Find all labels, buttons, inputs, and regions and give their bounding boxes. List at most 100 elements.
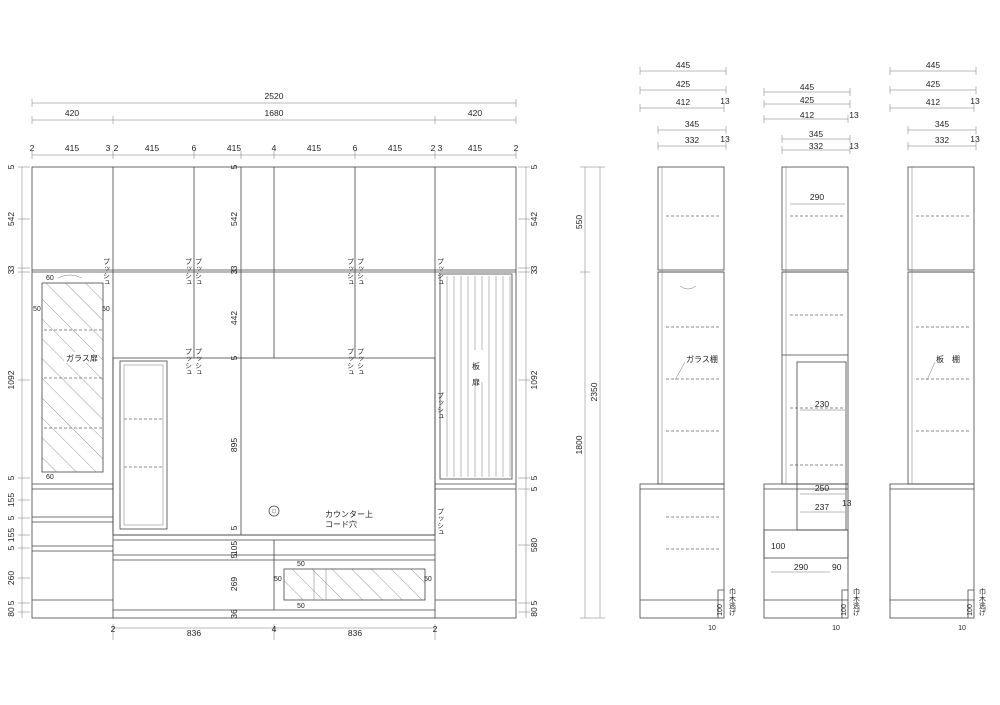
mark-50b: 50 <box>102 306 110 313</box>
left-dim-8: 155 <box>6 528 16 542</box>
right-dim-3: 3 <box>529 269 539 274</box>
sideA-width-5: 13 <box>720 134 730 144</box>
left-dim-12: 80 <box>6 607 16 617</box>
mark-50c: 50 <box>274 576 282 583</box>
sideb-inner-0: 290 <box>810 192 824 202</box>
sideA-width-6: 332 <box>685 135 699 145</box>
dim-total-width: 2520 <box>265 91 284 101</box>
push-label-5: プッシュ <box>437 258 445 286</box>
left-dim-7: 5 <box>6 515 16 520</box>
right-dim-6: 5 <box>529 486 539 491</box>
cord-hole-icon <box>268 505 280 517</box>
sideC-width-1: 425 <box>926 79 940 89</box>
push-label-10: プッシュ <box>437 392 445 420</box>
push-label-9: プッシュ <box>357 348 365 376</box>
bottom-dim-2: 4 <box>272 624 277 634</box>
inner-dim-11: 36 <box>229 609 239 619</box>
right-dim-5: 5 <box>529 475 539 480</box>
top-dim-9: 6 <box>353 143 358 153</box>
inner-dim-8: 105 <box>229 541 239 555</box>
mark-50e: 50 <box>297 561 305 568</box>
sideB-skirting-w: 10 <box>832 625 840 632</box>
push-label-8: プッシュ <box>347 348 355 376</box>
sideA-width-4: 345 <box>685 119 699 129</box>
left-dim-9: 5 <box>6 545 16 550</box>
sideb-inner-1: 230 <box>815 399 829 409</box>
sideC-skirting: 巾木逃げ <box>979 587 987 617</box>
sideB-width-2: 412 <box>800 110 814 120</box>
sideA-skirting: 巾木逃げ <box>729 587 737 617</box>
sideC-width-2: 412 <box>926 97 940 107</box>
tv-niche <box>112 357 436 536</box>
left-dim-11: 5 <box>6 600 16 605</box>
sideC-skirting-w: 10 <box>958 625 966 632</box>
inner-dim-10: 269 <box>229 577 239 591</box>
left-dim-4: 1092 <box>6 370 16 389</box>
right-dim-2: 3 <box>529 265 539 270</box>
sideC-width-0: 445 <box>926 60 940 70</box>
sideC-width-6: 332 <box>935 135 949 145</box>
inner-dim-7: 5 <box>229 525 239 530</box>
push-label-7: プッシュ <box>195 348 203 376</box>
board-shelf-label: 板 棚 <box>936 354 960 364</box>
sideA-skirting-w: 10 <box>708 625 716 632</box>
sideC-width-3: 13 <box>970 96 980 106</box>
top-dim-1: 415 <box>65 143 79 153</box>
inner-dim-6: 895 <box>229 438 239 452</box>
sideB-width-5: 332 <box>809 141 823 151</box>
left-dim-1: 542 <box>6 212 16 226</box>
left-dim-10: 260 <box>6 571 16 585</box>
dim-total-height: 2350 <box>589 382 599 401</box>
left-dim-5: 5 <box>6 475 16 480</box>
push-labels: プッシュプッシュプッシュプッシュプッシュプッシュプッシュプッシュプッシュプッシュ… <box>103 258 445 536</box>
right-dim-8: 5 <box>529 600 539 605</box>
sideB-width-1: 425 <box>800 95 814 105</box>
sideA-width-1: 425 <box>676 79 690 89</box>
inner-dim-0: 5 <box>229 164 239 169</box>
sideB-width-4: 345 <box>809 129 823 139</box>
top-dim-2: 3 <box>106 143 111 153</box>
top-dim-11: 2 <box>431 143 436 153</box>
sideb-inner-5: 100 <box>771 541 785 551</box>
sideA-width-0: 445 <box>676 60 690 70</box>
top-dim-4: 415 <box>145 143 159 153</box>
right-dim-0: 5 <box>529 164 539 169</box>
right-dim-7: 580 <box>529 538 539 552</box>
board-door-label: 板 扉 <box>472 361 481 387</box>
top-dim-10: 415 <box>388 143 402 153</box>
push-label-1: プッシュ <box>185 258 193 286</box>
cord-hole-label-1: カウンター上 <box>325 510 373 519</box>
left-dim-3: 3 <box>6 269 16 274</box>
sideb-inner-6: 290 <box>794 562 808 572</box>
sideB-skirting: 巾木逃げ <box>853 587 861 617</box>
dim-upper-height: 550 <box>574 215 584 229</box>
push-label-4: プッシュ <box>357 258 365 286</box>
sideC-width-5: 13 <box>970 134 980 144</box>
top-dim-14: 2 <box>514 143 519 153</box>
glass-door-label: ガラス扉 <box>66 353 98 363</box>
top-dim-5: 6 <box>192 143 197 153</box>
push-label-3: プッシュ <box>347 258 355 286</box>
sideb-inner-3: 13 <box>842 498 852 508</box>
push-label-11: プッシュ <box>437 508 445 536</box>
inner-dim-3: 3 <box>229 269 239 274</box>
push-label-0: プッシュ <box>103 258 111 286</box>
open-shelf <box>119 360 168 530</box>
sideB-width-6: 13 <box>849 141 859 151</box>
top-dim-8: 415 <box>307 143 321 153</box>
sideA-width-3: 13 <box>720 96 730 106</box>
right-dim-4: 1092 <box>529 370 539 389</box>
sideA-width-2: 412 <box>676 97 690 107</box>
bottom-dim-3: 836 <box>348 628 362 638</box>
top-dim-12: 3 <box>438 143 443 153</box>
sideB-skirting-h: 100 <box>841 604 848 616</box>
cord-hole-label-2: コード穴 <box>325 519 357 529</box>
inner-dim-5: 5 <box>229 355 239 360</box>
inner-dim-4: 442 <box>229 311 239 325</box>
